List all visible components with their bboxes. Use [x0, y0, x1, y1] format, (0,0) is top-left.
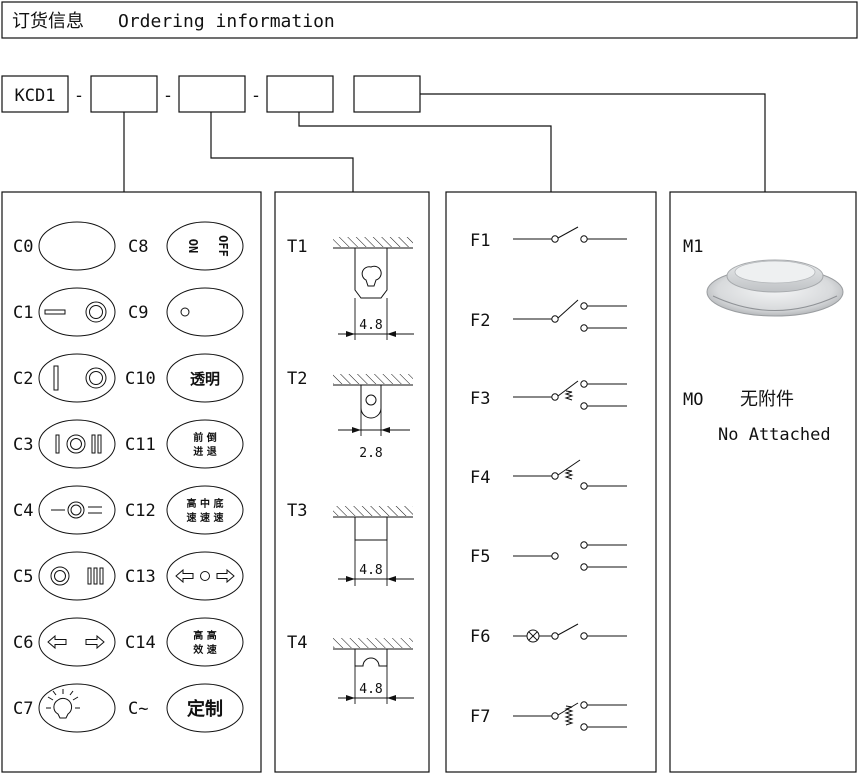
function-f2: F2: [470, 299, 627, 332]
cap-code: C12: [125, 501, 156, 521]
terminal-t3: T3 4.8: [287, 501, 414, 586]
function-f6: F6: [470, 623, 627, 647]
header-title-en: Ordering information: [118, 11, 335, 32]
dash-3: -: [251, 86, 261, 106]
function-code: F1: [470, 231, 490, 251]
cap-code: C10: [125, 369, 156, 389]
cap-c6: C6: [13, 617, 116, 667]
functions-panel: [445, 191, 657, 773]
cap-code: C1: [13, 303, 33, 323]
terminal-code: T1: [287, 237, 307, 257]
cap-custom: C~ 定制: [128, 683, 244, 733]
waterproof-cover-icon: [706, 259, 844, 317]
function-code: F5: [470, 547, 490, 567]
leader-lines: [123, 93, 766, 192]
cap-code: C0: [13, 237, 33, 257]
model-prefix-box: [1, 75, 69, 113]
terminal-code: T4: [287, 633, 307, 653]
accessory-m1: M1: [683, 237, 844, 317]
cap-code: C7: [13, 699, 33, 719]
cap-c14: C14 高 高 效 速: [125, 617, 244, 667]
terminal-t1: T1 4.8: [287, 237, 414, 340]
cap-code: C5: [13, 567, 33, 587]
function-f5: F5: [470, 541, 627, 571]
model-prefix: KCD1: [15, 86, 56, 106]
cap-c13: C13: [125, 551, 244, 601]
off-label: OFF: [216, 235, 230, 257]
function-code: F2: [470, 311, 490, 331]
terminal-t2: T2 2.8: [287, 369, 413, 461]
cap-symbol: 透明: [190, 370, 220, 388]
function-code: F4: [470, 468, 490, 488]
terminals-panel: [274, 191, 430, 773]
function-code: F3: [470, 389, 490, 409]
function-f1: F1: [470, 226, 627, 251]
dash-1: -: [74, 86, 84, 106]
header-title-cn: 订货信息: [12, 11, 84, 32]
cap-code: C8: [128, 237, 148, 257]
caps-panel: [1, 191, 262, 773]
accessory-code: MO: [683, 390, 703, 410]
terminal-dim: 2.8: [359, 446, 382, 461]
cap-code: C13: [125, 567, 156, 587]
cap-c9: C9: [128, 287, 244, 337]
cap-symbol-bottom: 进 退: [193, 445, 216, 458]
accessory-code: M1: [683, 237, 703, 257]
function-code: F7: [470, 707, 490, 727]
cap-code: C11: [125, 435, 156, 455]
header-box: [1, 1, 858, 39]
cap-code: C2: [13, 369, 33, 389]
cap-c7: C7: [13, 683, 116, 733]
dash-2: -: [163, 86, 173, 106]
cap-symbol-top: 高 高: [193, 629, 216, 642]
cap-symbol-bottom: 效 速: [193, 643, 216, 656]
terminal-t4: T4 4.8: [287, 633, 414, 704]
cap-code: C4: [13, 501, 33, 521]
cap-c8: C8 ON OFF: [128, 221, 244, 271]
cap-c12: C12 高 中 底 速 速 速: [125, 485, 244, 535]
function-f3: F3: [470, 380, 627, 410]
terminal-dim: 4.8: [359, 563, 382, 578]
cap-c4: C4: [13, 485, 116, 535]
cap-symbol-bottom: 速 速 速: [187, 511, 224, 524]
cap-symbol-top: 前 倒: [193, 431, 216, 444]
accessory-code-box: [353, 75, 421, 113]
cap-code: C3: [13, 435, 33, 455]
function-f4: F4: [470, 459, 627, 490]
cap-symbol: 定制: [187, 698, 223, 720]
cap-c11: C11 前 倒 进 退: [125, 419, 244, 469]
cap-c3: C3: [13, 419, 116, 469]
function-code-box: [266, 75, 334, 113]
accessory-text-en: No Attached: [718, 425, 831, 445]
cap-symbol-top: 高 中 底: [187, 497, 224, 510]
cap-code: C6: [13, 633, 33, 653]
terminal-code: T3: [287, 501, 307, 521]
cap-c1: C1: [13, 287, 116, 337]
terminal-code-box: [178, 75, 246, 113]
terminal-code: T2: [287, 369, 307, 389]
lamp-icon: [46, 689, 80, 719]
cap-code-box: [90, 75, 158, 113]
terminal-dim: 4.8: [359, 682, 382, 697]
cap-c0: C0: [13, 221, 116, 271]
cap-code: C9: [128, 303, 148, 323]
function-code: F6: [470, 627, 490, 647]
function-f7: F7: [470, 701, 627, 731]
on-label: ON: [186, 239, 200, 253]
cap-c5: C5: [13, 551, 116, 601]
cap-c10: C10 透明: [125, 353, 244, 403]
terminal-dim: 4.8: [359, 318, 382, 333]
accessory-m0: MO 无附件 No Attached: [683, 389, 831, 445]
cap-code: C~: [128, 699, 148, 719]
cap-code: C14: [125, 633, 156, 653]
accessory-text-cn: 无附件: [740, 389, 794, 410]
cap-c2: C2: [13, 353, 116, 403]
